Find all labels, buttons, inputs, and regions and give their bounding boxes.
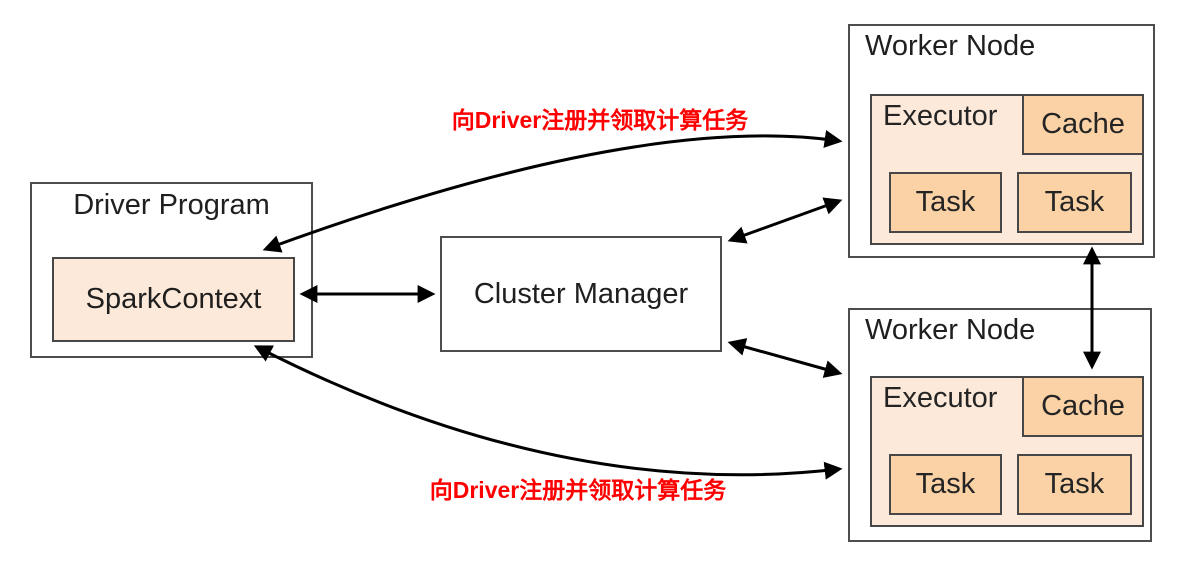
task-box: Task <box>1017 172 1132 233</box>
task-label: Task <box>915 468 976 500</box>
worker-node-top-label: Worker Node <box>865 30 1036 62</box>
task-box: Task <box>889 454 1002 515</box>
sparkcontext-label: SparkContext <box>85 283 262 315</box>
task-label: Task <box>1044 186 1105 218</box>
executor-top-label: Executor <box>883 100 998 132</box>
worker-node-top-box: Worker Node Executor Cache Task Task <box>848 24 1155 258</box>
task-label: Task <box>1044 468 1105 500</box>
register-annotation-bottom: 向Driver注册并领取计算任务 <box>429 477 727 503</box>
executor-bottom-box: Executor Cache Task Task <box>870 376 1144 527</box>
driver-program-box: Driver Program SparkContext <box>30 182 313 358</box>
task-box: Task <box>889 172 1002 233</box>
cluster-manager-box: Cluster Manager <box>440 236 722 352</box>
cluster-manager-label: Cluster Manager <box>473 277 689 310</box>
cache-bottom-label: Cache <box>1041 390 1125 422</box>
arrow-workerbottom-driver-register-curve <box>253 345 843 480</box>
sparkcontext-box: SparkContext <box>52 257 295 342</box>
driver-program-label: Driver Program <box>73 189 270 221</box>
task-box: Task <box>1017 454 1132 515</box>
task-label: Task <box>915 186 976 218</box>
arrow-clustermanager-workertop <box>727 197 843 244</box>
arrow-workertop-driver-register-curve <box>262 130 843 253</box>
cache-bottom-box: Cache <box>1022 376 1144 437</box>
worker-node-bottom-label: Worker Node <box>865 314 1036 346</box>
worker-node-bottom-box: Worker Node Executor Cache Task Task <box>848 308 1152 542</box>
executor-top-box: Executor Cache Task Task <box>870 94 1144 245</box>
executor-bottom-label: Executor <box>883 382 998 414</box>
cache-top-label: Cache <box>1041 108 1125 140</box>
cache-top-box: Cache <box>1022 94 1144 155</box>
arrow-clustermanager-workerbottom <box>727 338 843 378</box>
register-annotation-top: 向Driver注册并领取计算任务 <box>451 107 749 133</box>
